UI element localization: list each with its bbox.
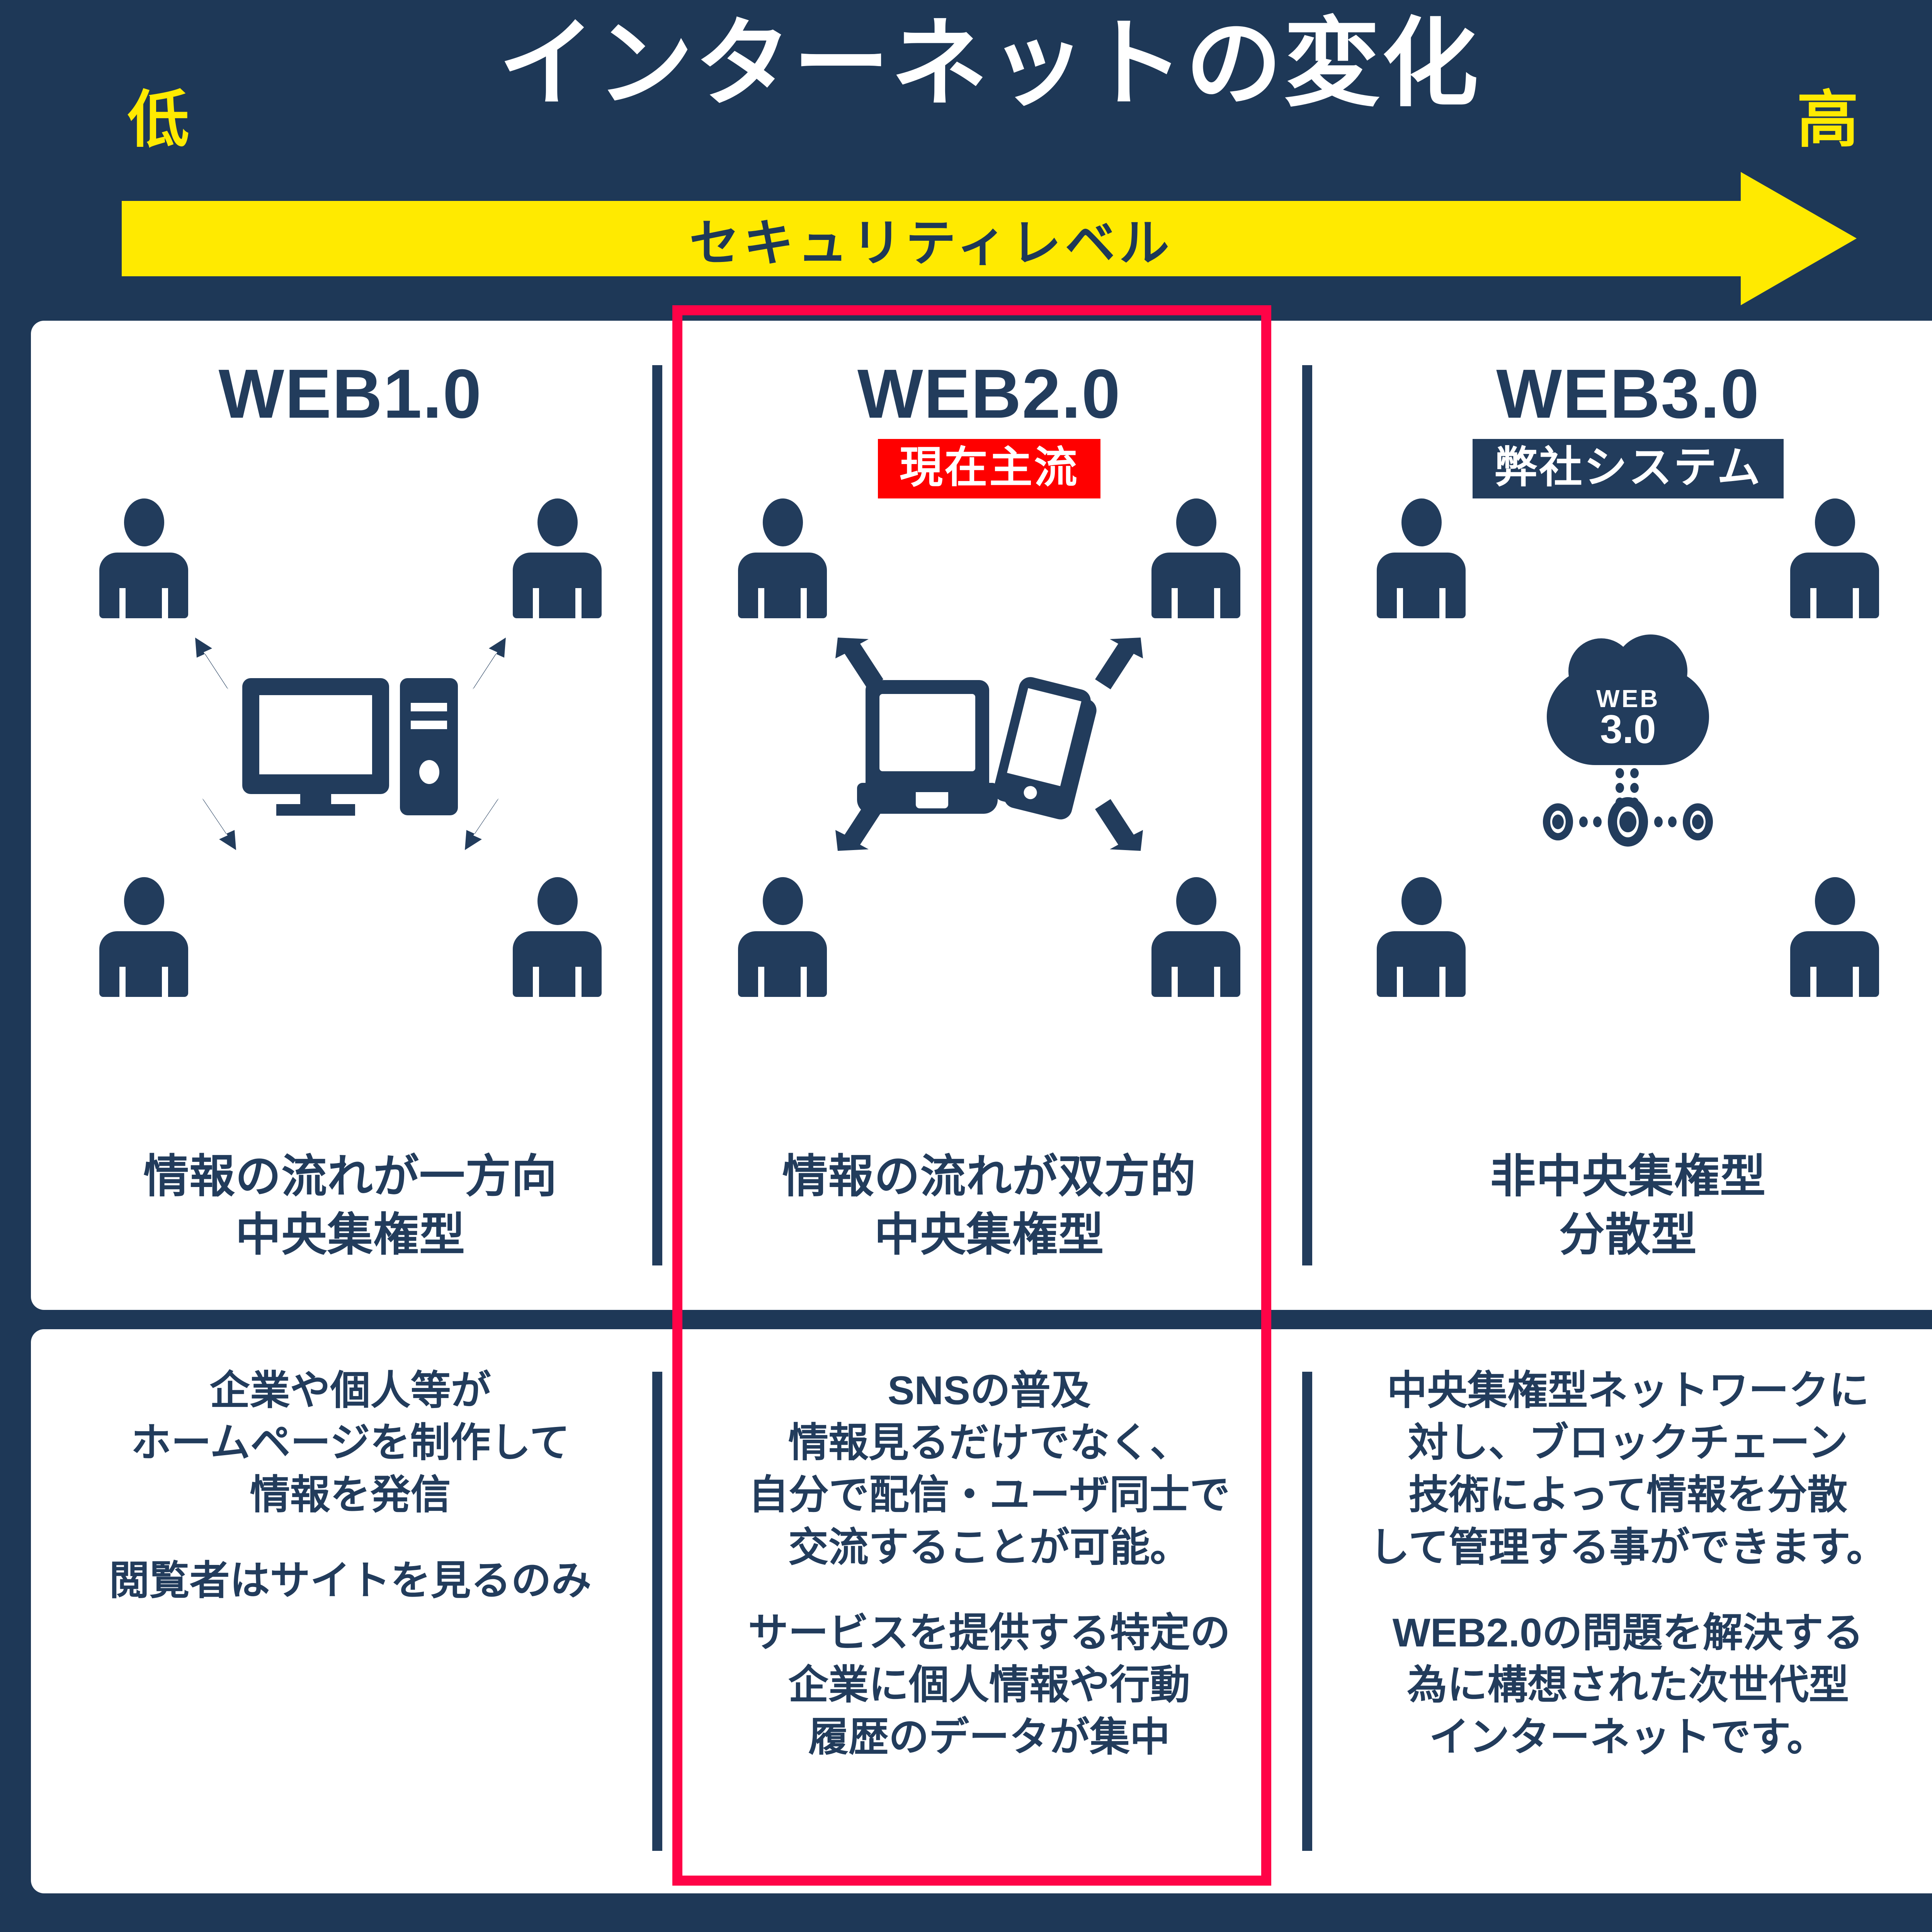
diagram-web2: [715, 483, 1264, 1009]
desktop-computer-icon: [242, 678, 459, 816]
arrow-head-icon: [1741, 172, 1857, 305]
caption-web1: 情報の流れが一方向 中央集権型: [143, 1151, 558, 1260]
description-web1-part2: 閲覧者はサイトを見るのみ: [109, 1558, 592, 1603]
person-icon: [1790, 877, 1879, 997]
security-level-arrow: セキュリティレベル: [122, 172, 1857, 305]
description-web1-part1: 企業や個人等が ホームページを制作して 情報を発信: [131, 1368, 570, 1518]
description-web3-part1: 中央集権型ネットワークに 対し、ブロックチェーン 技術によって情報を分散 して管…: [1369, 1368, 1887, 1570]
page-title: インターネットの変化: [498, 10, 1480, 117]
description-column-web3: 中央集権型ネットワークに 対し、ブロックチェーン 技術によって情報を分散 して管…: [1309, 1329, 1932, 1893]
column-web2: WEB2.0 現在主流: [670, 321, 1308, 1310]
description-web2-part1: SNSの普及 情報見るだけでなく、 自分で配信・ユーザ同士で 交流することが可能…: [748, 1368, 1230, 1570]
arrow-label: セキュリティレベル: [689, 214, 1173, 271]
badge-our-system: 弊社システム: [1473, 439, 1784, 498]
person-icon: [738, 498, 827, 618]
node-ring-icon: [1608, 797, 1648, 847]
person-icon: [1151, 877, 1240, 997]
badge-current-mainstream: 現在主流: [878, 439, 1100, 498]
column-divider: [652, 365, 662, 1265]
description-column-web1: 企業や個人等が ホームページを制作して 情報を発信 閲覧者はサイトを見るのみ: [31, 1329, 670, 1893]
person-icon: [1151, 498, 1240, 618]
person-icon: [99, 877, 188, 997]
column-divider: [652, 1372, 662, 1851]
cloud-label-line1: WEB: [1596, 685, 1660, 713]
caption-web2: 情報の流れが双方的 中央集権型: [782, 1151, 1196, 1260]
person-icon: [1377, 498, 1466, 618]
description-column-web2: SNSの普及 情報見るだけでなく、 自分で配信・ユーザ同士で 交流することが可能…: [670, 1329, 1308, 1893]
description-card: 企業や個人等が ホームページを制作して 情報を発信 閲覧者はサイトを見るのみ S…: [31, 1329, 1932, 1893]
header: インターネットの変化 低 高 セキュリティレベル: [0, 0, 1932, 305]
node-ring-icon: [1683, 803, 1713, 840]
cloud-label: WEB 3.0: [1520, 685, 1736, 752]
person-icon: [512, 498, 602, 618]
axis-label-high: 高: [1796, 85, 1859, 154]
column-divider: [1302, 365, 1312, 1265]
network-nodes-icon: [1539, 797, 1717, 847]
caption-web3: 非中央集権型 分散型: [1490, 1151, 1766, 1260]
arrow-body: [122, 201, 1741, 276]
column-web3: WEB3.0 弊社システム WEB 3.0: [1309, 321, 1932, 1310]
column-divider: [1302, 1372, 1312, 1851]
panel-title-web2: WEB2.0: [857, 355, 1121, 433]
diagram-web1: [76, 483, 625, 1009]
column-web1: WEB1.0: [31, 321, 670, 1310]
person-icon: [1377, 877, 1466, 997]
description-web2-part2: サービスを提供する特定の 企業に個人情報や行動 履歴のデータが集中: [748, 1610, 1230, 1760]
panel-title-web3: WEB3.0: [1496, 355, 1760, 433]
person-icon: [512, 877, 602, 997]
cloud-network-icon: WEB 3.0: [1520, 634, 1736, 847]
node-ring-icon: [1543, 803, 1573, 840]
description-web3-part2: WEB2.0の問題を解決する 為に構想された次世代型 インターネットです。: [1392, 1610, 1864, 1760]
link-dots-icon: [1648, 816, 1683, 827]
person-icon: [738, 877, 827, 997]
person-icon: [1790, 498, 1879, 618]
diagram-web3: WEB 3.0: [1354, 483, 1902, 1009]
laptop-smartphone-icon: [857, 674, 1117, 822]
cloud-label-line2: 3.0: [1600, 707, 1656, 752]
comparison-card: WEB1.0: [31, 321, 1932, 1310]
person-icon: [99, 498, 188, 618]
panel-title-web1: WEB1.0: [218, 355, 482, 433]
axis-label-low: 低: [128, 85, 190, 154]
link-dots-icon: [1573, 816, 1608, 827]
